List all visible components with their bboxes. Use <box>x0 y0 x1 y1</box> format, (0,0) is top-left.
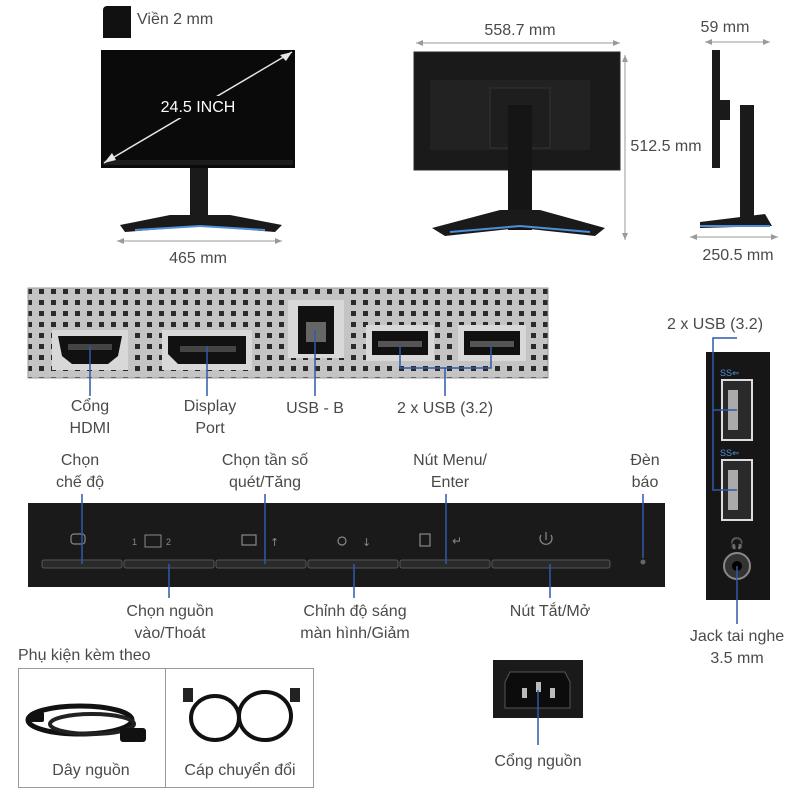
bezel-swatch <box>103 6 131 38</box>
mode-label: Chọn chế độ <box>55 452 105 491</box>
side-usb-label: 2 x USB (3.2) <box>666 316 764 333</box>
svg-text:↑: ↑ <box>270 536 279 549</box>
led-label: Đèn báo <box>630 452 660 491</box>
power-button-label: Nút Tắt/Mở <box>509 603 591 620</box>
svg-text:↓: ↓ <box>362 536 371 549</box>
svg-text:🎧: 🎧 <box>730 537 744 550</box>
base-depth-label: 250.5 mm <box>702 247 774 264</box>
diagonal-label-bg <box>154 96 242 118</box>
usb-b-label: USB - B <box>286 400 344 417</box>
back-width-label: 558.7 mm <box>484 22 556 39</box>
svg-text:SS⇐: SS⇐ <box>720 368 740 378</box>
svg-text:↵: ↵ <box>452 534 462 548</box>
bezel-label: Viền 2 mm <box>137 11 214 28</box>
menu-label: Nút Menu/ Enter <box>413 452 487 491</box>
depth-label: 59 mm <box>700 19 750 36</box>
brightness-label: Chỉnh độ sáng màn hình/Giảm <box>300 603 410 642</box>
input-label: Chọn nguồn vào/Thoát <box>126 603 214 642</box>
power-port-label: Cổng nguồn <box>494 753 582 770</box>
usb-ports-label: 2 x USB (3.2) <box>396 400 494 417</box>
headphone-label: Jack tai nghe 3.5 mm <box>689 628 785 667</box>
displayport-label: Display Port <box>183 398 237 437</box>
svg-text:2: 2 <box>166 537 171 547</box>
svg-text:SS⇐: SS⇐ <box>720 448 740 458</box>
height-label: 512.5 mm <box>630 138 702 155</box>
accessories-box <box>18 668 314 788</box>
accessories-title: Phụ kiện kèm theo <box>18 647 151 664</box>
front-width-label: 465 mm <box>169 250 227 267</box>
refresh-label: Chọn tần số quét/Tăng <box>221 452 309 491</box>
svg-text:1: 1 <box>132 537 137 547</box>
converter-cable-label: Cáp chuyển đổi <box>184 762 296 779</box>
power-cable-label: Dây nguồn <box>52 762 130 779</box>
hdmi-label: Cổng HDMI <box>69 398 111 437</box>
diagonal-label: 24.5 INCH <box>160 99 236 116</box>
accessories-divider <box>165 668 166 788</box>
